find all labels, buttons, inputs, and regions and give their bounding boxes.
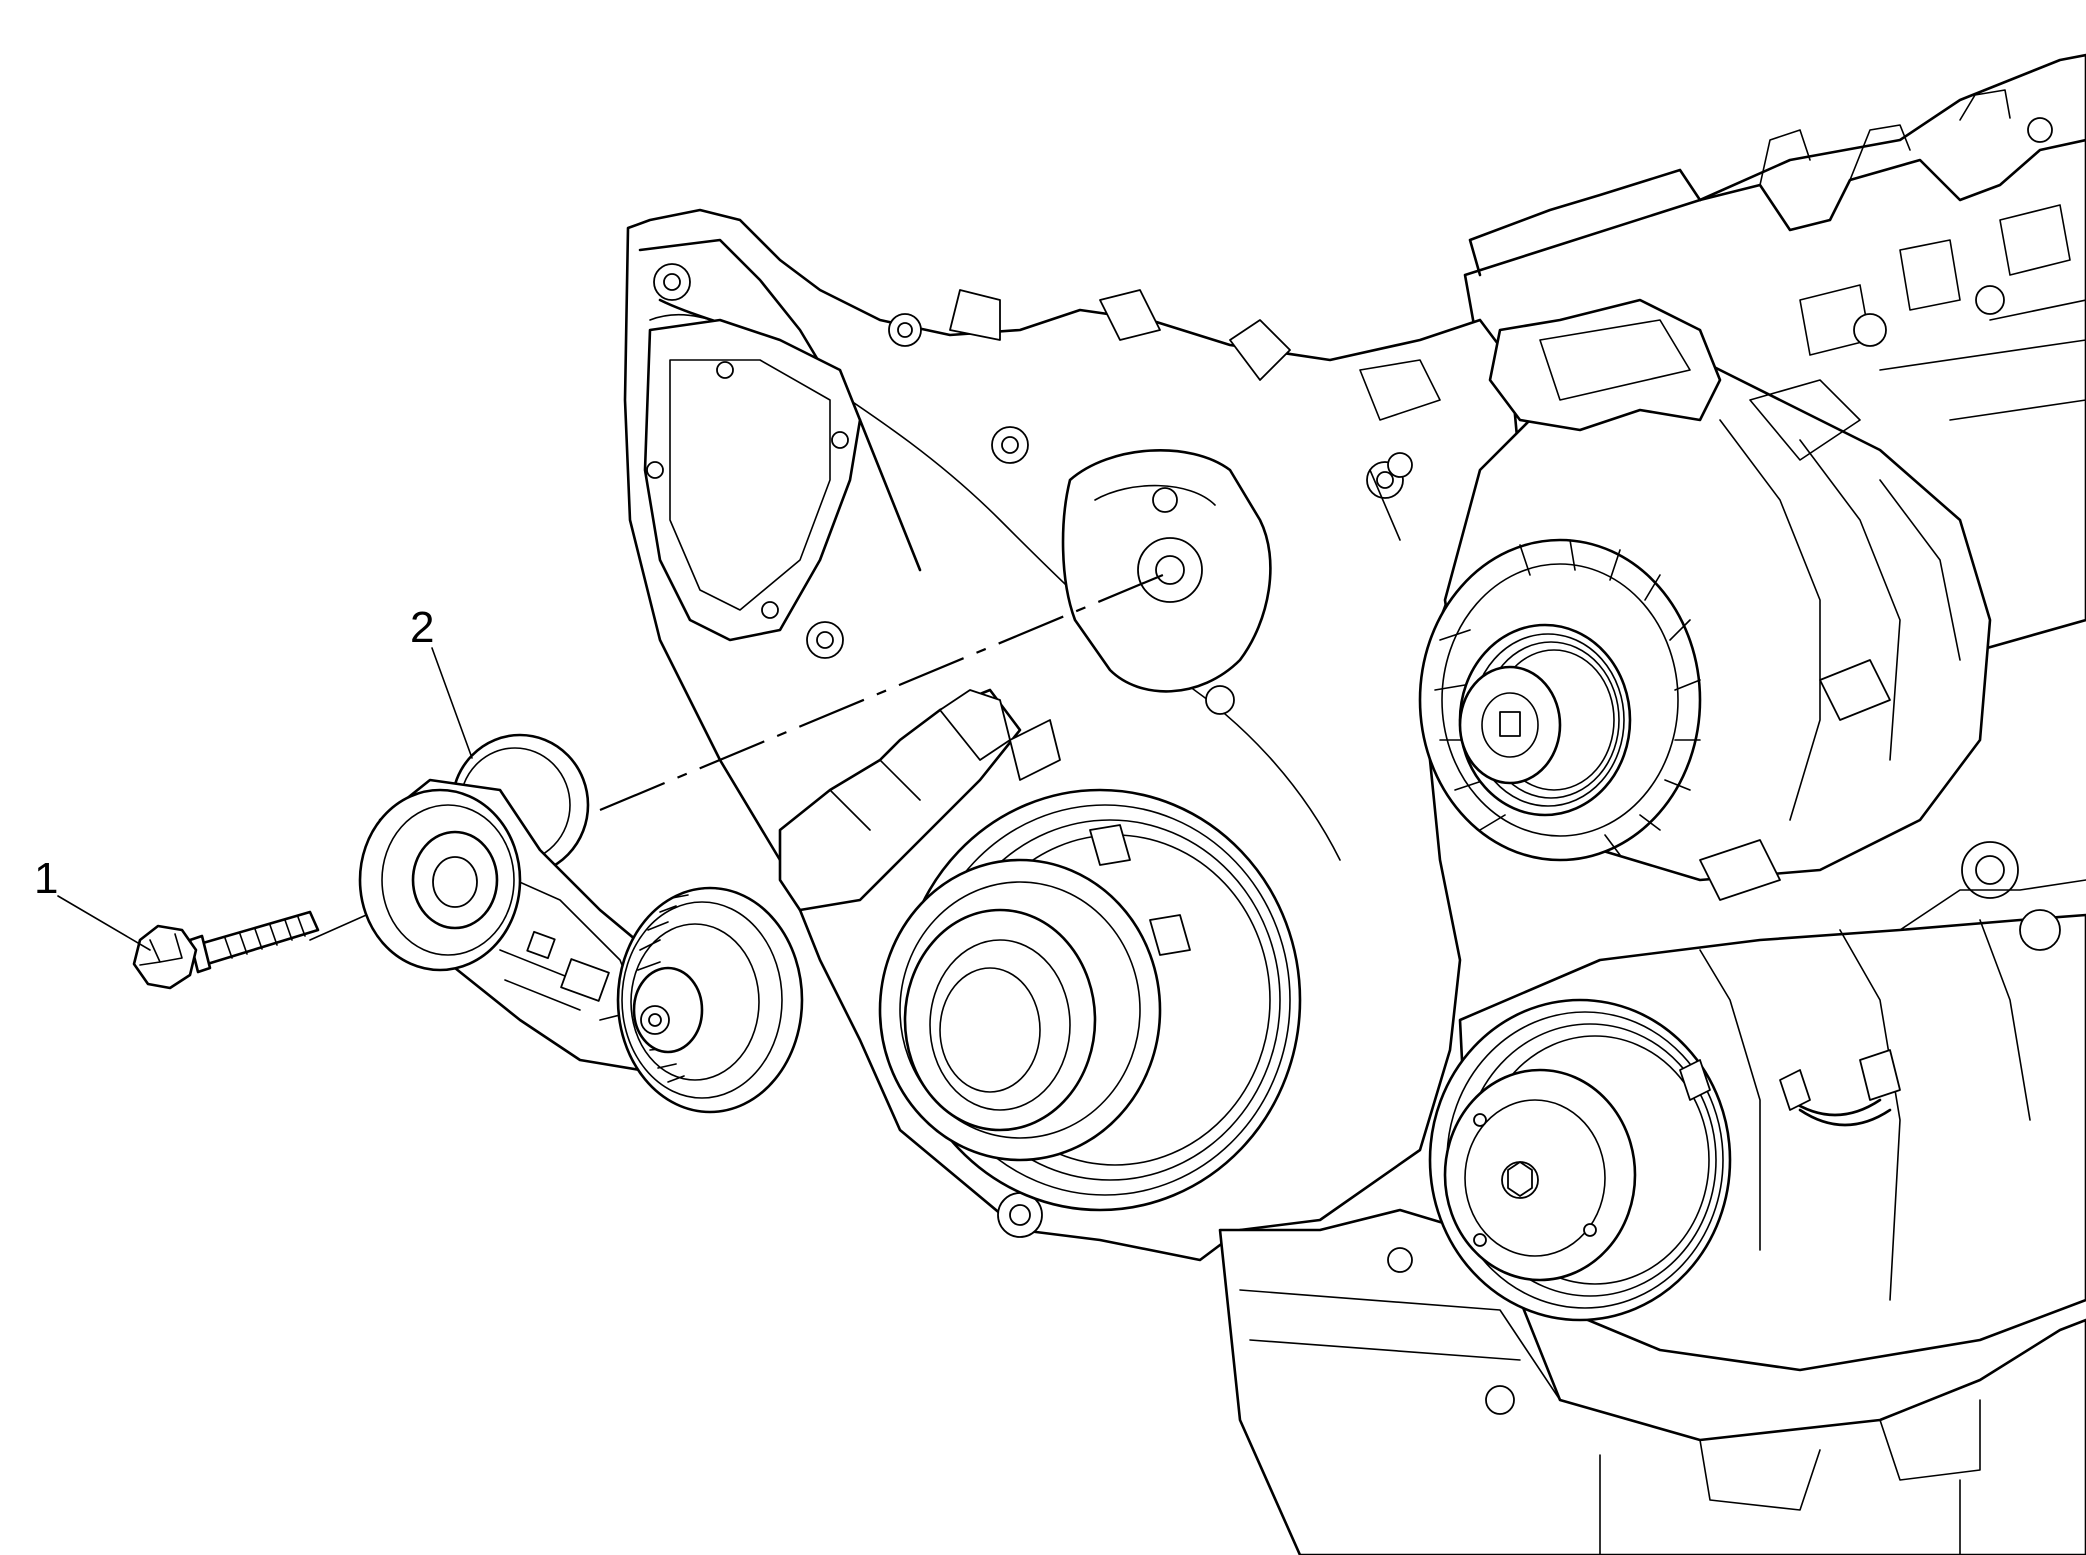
- oil-pan: [1218, 1208, 2086, 1555]
- ac-compressor: [1428, 841, 2086, 1372]
- callout-1-label: 1: [34, 854, 58, 903]
- callout-2: 2: [410, 603, 473, 759]
- tensioner-mount-boss: [1061, 449, 1272, 715]
- crankshaft-balancer: [878, 788, 1302, 1212]
- drive-belt-tensioner: [358, 733, 804, 1114]
- thermostat-housing: [778, 688, 1061, 912]
- generator: [1418, 298, 1992, 901]
- callout-2-label: 2: [410, 603, 434, 652]
- tensioner-bolt: [132, 910, 320, 990]
- callout-1: 1: [34, 854, 151, 951]
